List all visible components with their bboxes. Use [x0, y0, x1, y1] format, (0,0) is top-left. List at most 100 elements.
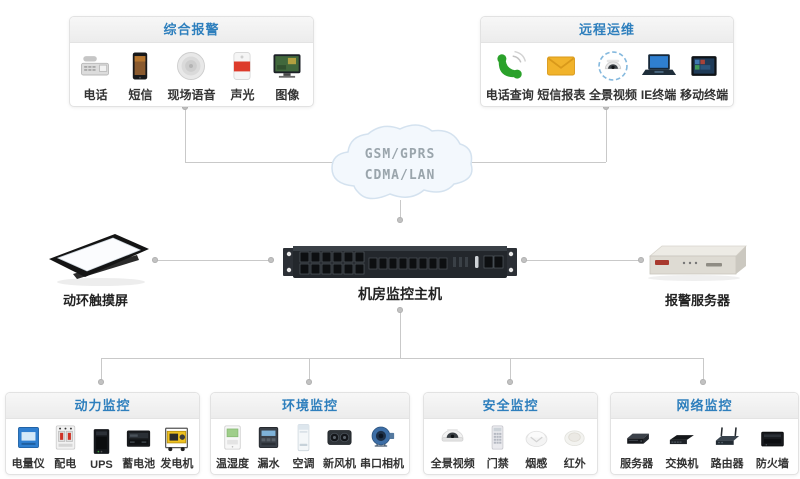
device-item-label: 串口相机 [360, 458, 404, 470]
device-item: 图像 [269, 45, 305, 103]
group-box-alarm: 综合报警电话短信现场语音声光 图像 [69, 16, 314, 107]
device-item: 发电机 [160, 421, 193, 471]
group-box-environment: 环境监控温湿度漏水空调新风机串口相机 [210, 392, 410, 475]
touchscreen-label: 动环触摸屏 [62, 293, 128, 308]
device-item: 现场语音 [167, 45, 215, 103]
device-item: 短信 [122, 45, 158, 103]
touchscreen-image [43, 228, 155, 288]
temp-humidity-icon [217, 422, 248, 453]
device-item-label: 配电 [54, 458, 77, 470]
device-item: 全景视频 [431, 421, 475, 471]
connector-dot [521, 257, 527, 263]
alarm-server-label: 报警服务器 [664, 293, 730, 308]
power-meter-icon [13, 422, 44, 453]
device-item-label: 红外 [563, 458, 586, 470]
cloud-shape [331, 124, 473, 200]
group-title: 环境监控 [211, 393, 409, 419]
group-box-power: 动力监控电量仪配电 UPS 蓄电池发电机 [5, 392, 200, 475]
device-item-label: 服务器 [620, 458, 654, 470]
device-item: 短信报表 [537, 45, 585, 103]
alarm-server-image [642, 242, 752, 284]
device-item: 声光 [224, 45, 260, 103]
device-item: 电话 [77, 45, 113, 103]
group-title: 网络监控 [611, 393, 798, 419]
device-item-label: 蓄电池 [122, 458, 156, 470]
cloud-label: GSM/GPRS CDMA/LAN [322, 144, 478, 186]
phone-query-icon [492, 48, 528, 84]
device-item-label: 空调 [292, 458, 315, 470]
group-box-security: 安全监控全景视频门禁 烟感 红外 [423, 392, 598, 475]
device-item-label: 烟感 [525, 458, 548, 470]
device-item-label: 门禁 [486, 458, 509, 470]
group-items: 电话查询短信报表全景视频 IE终端移动终端 [481, 43, 733, 106]
device-item: IE终端 [641, 45, 677, 103]
water-leak-icon [253, 422, 284, 453]
cloud-line1: GSM/GPRS [364, 147, 436, 162]
connector-line [524, 260, 641, 261]
group-items: 电量仪配电 UPS 蓄电池发电机 [6, 419, 199, 474]
device-item-label: 现场语音 [167, 88, 216, 102]
device-item: 烟感 [521, 421, 552, 471]
device-item-label: 全景视频 [588, 88, 637, 102]
device-item: 移动终端 [680, 45, 728, 103]
ups-icon [86, 426, 117, 457]
group-title: 安全监控 [424, 393, 597, 419]
device-item: 蓄电池 [122, 421, 155, 471]
sms-report-icon [543, 48, 579, 84]
fresh-air-icon [324, 422, 355, 453]
device-item-label: 图像 [275, 88, 300, 102]
cloud-line2: CDMA/LAN [364, 168, 436, 183]
network-cloud: GSM/GPRS CDMA/LAN [322, 120, 478, 214]
sms-phone-icon [122, 48, 158, 84]
group-box-network: 网络监控服务器交换机路由器防火墙 [610, 392, 799, 475]
device-item-label: 交换机 [665, 458, 699, 470]
connector-dot [700, 379, 706, 385]
connector-dot [182, 104, 188, 110]
group-items: 全景视频门禁 烟感 红外 [424, 419, 597, 474]
strobe-light-icon [224, 48, 260, 84]
generator-icon [161, 422, 192, 453]
switch-icon [666, 422, 697, 453]
group-items: 服务器交换机路由器防火墙 [611, 419, 798, 474]
device-item-label: UPS [90, 459, 113, 471]
power-distribution-icon [50, 422, 81, 453]
device-item-label: 电量仪 [11, 458, 45, 470]
device-item: 交换机 [665, 421, 698, 471]
group-title: 综合报警 [70, 17, 313, 43]
device-item: 漏水 [253, 421, 284, 471]
connector-dot [603, 104, 609, 110]
image-display-icon [269, 48, 305, 84]
group-items: 电话短信现场语音声光 图像 [70, 43, 313, 106]
connector-line [185, 162, 400, 163]
device-item: 红外 [559, 421, 590, 471]
connector-line [101, 358, 703, 359]
device-item: 空调 [288, 421, 319, 471]
device-item: 温湿度 [216, 421, 249, 471]
dome-camera-icon [437, 422, 468, 453]
connector-line [155, 260, 271, 261]
device-item-label: 防火墙 [755, 458, 789, 470]
connector-line [703, 358, 704, 383]
group-items: 温湿度漏水空调新风机串口相机 [211, 419, 409, 474]
device-item-label: 短信报表 [537, 88, 586, 102]
firewall-icon [757, 422, 788, 453]
connector-dot [268, 257, 274, 263]
connector-line [606, 107, 607, 162]
monitoring-host-label: 机房监控主机 [358, 286, 442, 302]
device-item: 门禁 [482, 421, 513, 471]
infrared-icon [559, 422, 590, 453]
group-title: 动力监控 [6, 393, 199, 419]
connector-line [400, 162, 606, 163]
device-item-label: 短信 [128, 88, 153, 102]
device-item-label: 温湿度 [216, 458, 249, 470]
device-item-label: 声光 [230, 88, 255, 102]
connector-dot [397, 307, 403, 313]
ceiling-speaker-icon [173, 48, 209, 84]
connector-dot [397, 217, 403, 223]
device-item: 电量仪 [12, 421, 45, 471]
device-item: 服务器 [620, 421, 653, 471]
connector-line [510, 358, 511, 383]
device-item-label: 电话查询 [485, 88, 534, 102]
